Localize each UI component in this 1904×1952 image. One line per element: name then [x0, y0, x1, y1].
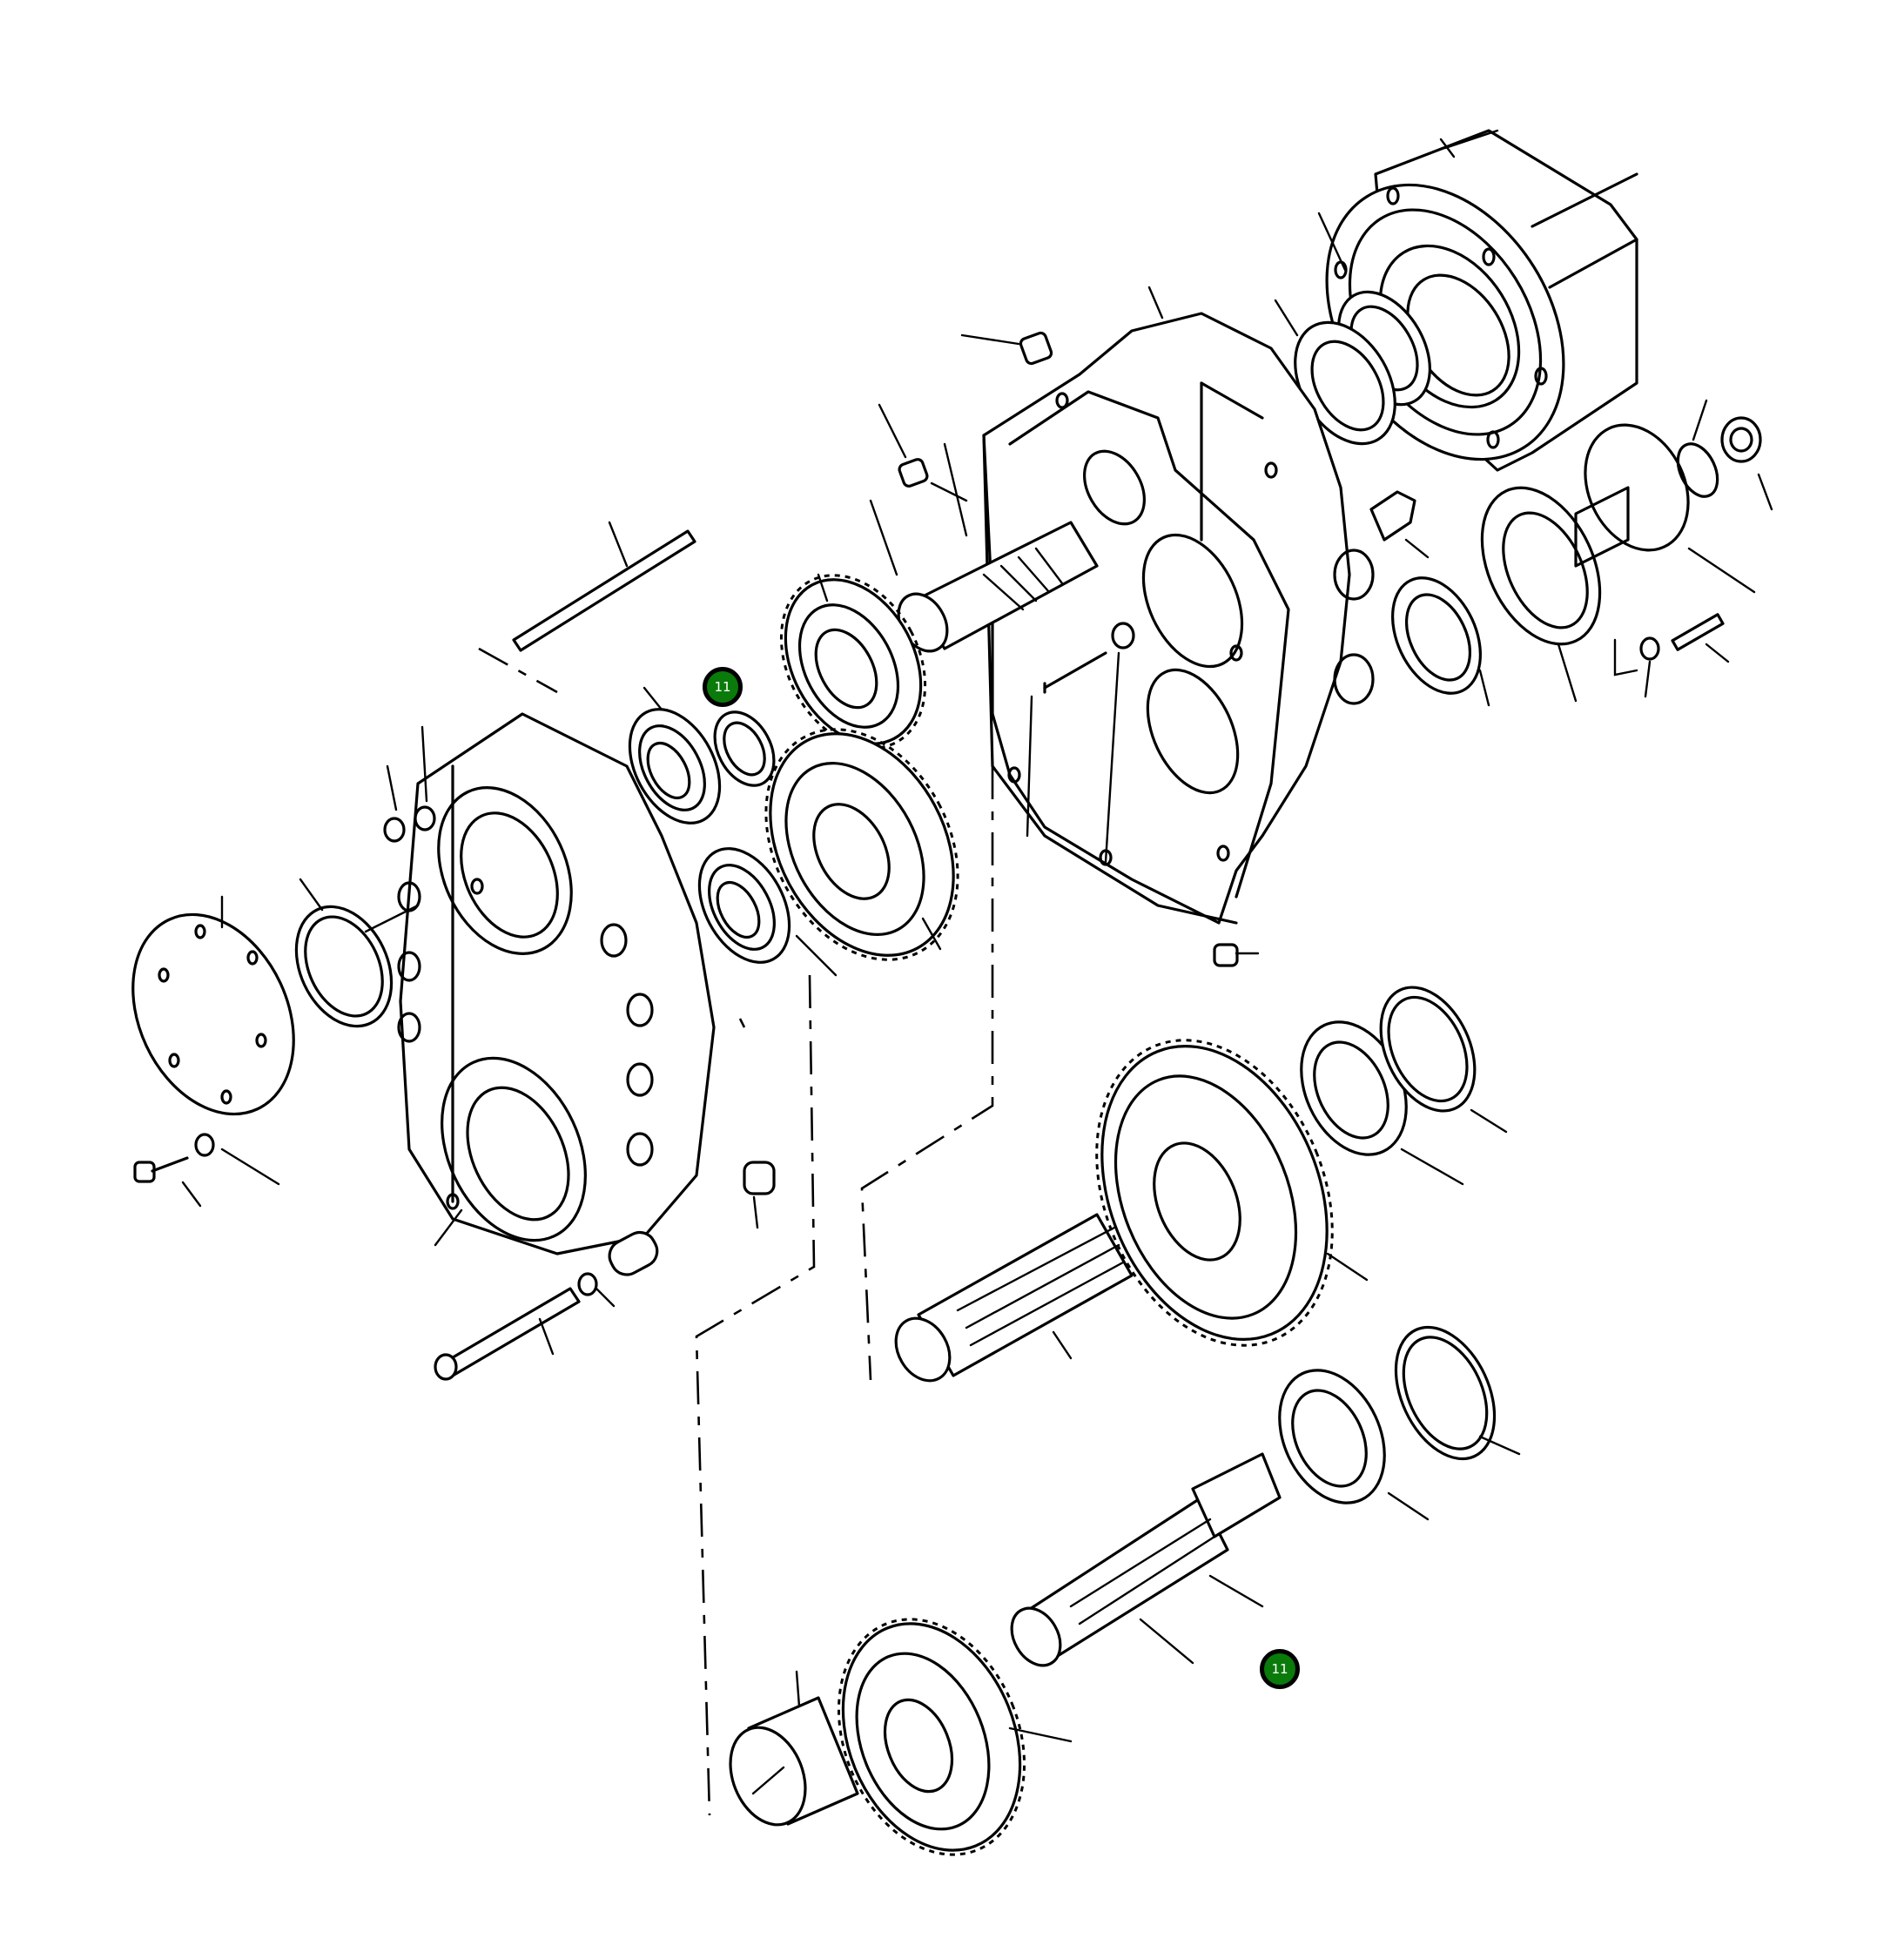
bushing: [729, 1670, 859, 1827]
lower-gear: [837, 1618, 1073, 1856]
bearings-right-lower: [1278, 1325, 1521, 1521]
bearings-upper: [628, 686, 838, 977]
rear-housing-cover: [1325, 129, 1638, 472]
fasteners-left: [133, 725, 776, 1381]
large-gear: [1095, 1039, 1369, 1347]
assembly-leader-lines: [695, 766, 994, 1816]
cover-plate: [131, 878, 420, 1116]
bearings-right-middle: [1300, 986, 1508, 1186]
upper-gear: [779, 573, 927, 750]
stud: [478, 521, 696, 694]
splined-shaft-middle: [894, 1213, 1134, 1383]
callout-11-upper[interactable]: 11: [703, 667, 743, 707]
input-shaft: [869, 442, 1099, 653]
main-gearbox-housing: [982, 286, 1375, 925]
callout-11-lower[interactable]: 11: [1260, 1649, 1300, 1689]
rear-seals: [1274, 212, 1431, 446]
intermediate-gear: [764, 728, 959, 961]
output-flange: [1391, 399, 1773, 707]
splined-shaft-lower: [1010, 1452, 1282, 1667]
front-cover-housing: [397, 712, 716, 1276]
plugs-and-fittings: [878, 331, 1430, 967]
